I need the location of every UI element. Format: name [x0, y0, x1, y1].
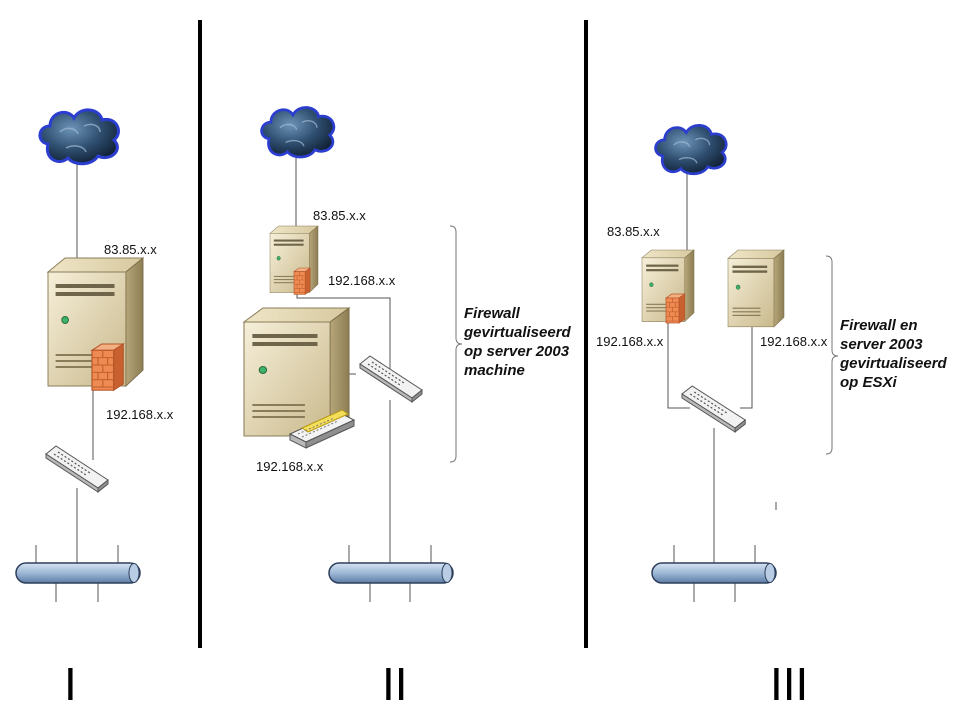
- panel-1: 83.85.x.x 192.168.x.x I: [15, 108, 174, 710]
- network-bus-icon: [15, 562, 141, 584]
- note-line-1: Firewall en: [840, 317, 918, 334]
- note-line-2: gevirtualiseerd: [463, 324, 572, 341]
- switch-icon: [359, 355, 423, 403]
- firewall-icon: [91, 343, 124, 391]
- server-2003-vm-icon: [727, 249, 785, 328]
- note-line-2: server 2003: [840, 336, 923, 353]
- note-line-4: op ESXi: [840, 374, 898, 391]
- internet-cloud-icon: [654, 123, 728, 176]
- wan-ip-label: 83.85.x.x: [313, 208, 366, 223]
- server-ip-label: 192.168.x.x: [256, 459, 324, 474]
- wire-firewall-vm-to-switch: [667, 320, 690, 409]
- lan-ip-label: 192.168.x.x: [106, 407, 174, 422]
- server-ip-label: 192.168.x.x: [760, 334, 828, 349]
- firewall-lan-ip-label: 192.168.x.x: [596, 334, 664, 349]
- panel-numeral: I: [64, 658, 77, 710]
- grouping-brace: [825, 255, 839, 455]
- internet-cloud-icon: [38, 108, 120, 166]
- note-line-3: gevirtualiseerd: [839, 355, 948, 372]
- wan-ip-label: 83.85.x.x: [607, 224, 660, 239]
- note-line-4: machine: [464, 362, 525, 379]
- grouping-brace: [449, 225, 463, 463]
- firewall-lan-ip-label: 192.168.x.x: [328, 273, 396, 288]
- firewall-icon: [665, 293, 686, 324]
- note-line-1: Firewall: [464, 305, 521, 322]
- firewall-icon: [293, 267, 311, 295]
- network-bus-icon: [328, 562, 454, 584]
- internet-cloud-icon: [260, 106, 336, 159]
- network-bus-icon: [651, 562, 777, 584]
- note-line-3: op server 2003: [464, 343, 570, 360]
- panel-numeral: II: [382, 658, 408, 710]
- wan-ip-label: 83.85.x.x: [104, 242, 157, 257]
- wire-server-vm-to-switch: [740, 326, 753, 409]
- switch-icon: [45, 445, 109, 493]
- panel-numeral: III: [770, 658, 808, 710]
- switch-icon: [681, 385, 746, 433]
- panel-2: 83.85.x.x 192.168.x.x 192.168.x.x Firewa…: [243, 106, 572, 710]
- panel-3: 83.85.x.x 192.168.x.x 192.168.x.x Firewa…: [596, 123, 948, 710]
